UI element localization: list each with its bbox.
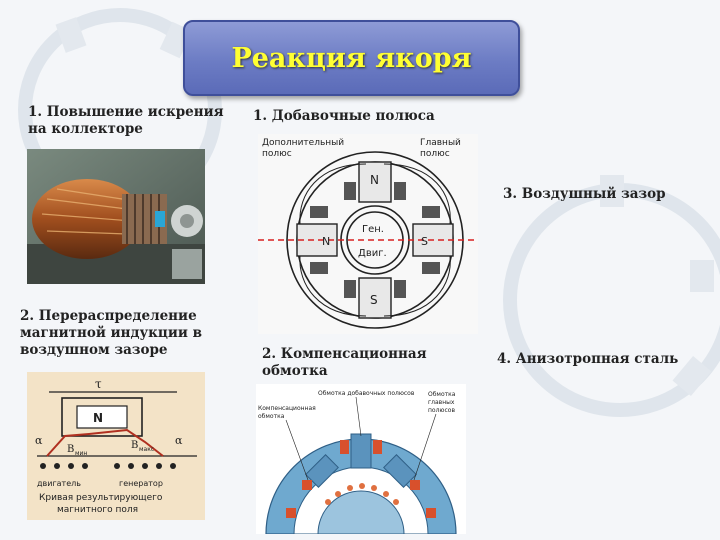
comp-label-left-2: обмотка bbox=[258, 413, 285, 420]
main-pole-caption: Главный полюс bbox=[420, 138, 461, 159]
comp-label-left-1: Компенсационная bbox=[258, 405, 316, 412]
comp-label-top: Обмотка добавочных полюсов bbox=[318, 390, 415, 397]
label-air-gap: 3. Воздушный зазор bbox=[503, 186, 666, 202]
label-compensation: 2. Компенсационная обмотка bbox=[262, 346, 427, 379]
b-max-sub: макс bbox=[139, 446, 154, 453]
induction-diagram: τ N α α B макс B мин двигатель генератор… bbox=[27, 372, 205, 520]
alpha-left: α bbox=[35, 434, 43, 447]
label-aux-poles: 1. Добавочные полюса bbox=[253, 108, 435, 124]
b-min-sub: мин bbox=[75, 450, 87, 457]
b-max: B bbox=[131, 440, 138, 451]
pole-n-left: N bbox=[322, 235, 330, 248]
center-gen: Ген. bbox=[362, 224, 384, 235]
armature-photo bbox=[27, 149, 205, 284]
alpha-right: α bbox=[175, 434, 183, 447]
tau-symbol: τ bbox=[95, 377, 102, 391]
comp-label-right-3: полюсов bbox=[428, 407, 455, 414]
pole-s-right: S bbox=[421, 235, 428, 248]
generator-label: генератор bbox=[119, 479, 163, 488]
label-induction: 2. Перераспределение магнитной индукции … bbox=[20, 308, 202, 358]
center-motor: Двиг. bbox=[358, 248, 387, 259]
label-anisotropic-steel: 4. Анизотропная сталь bbox=[497, 351, 679, 367]
label-sparking: 1. Повышение искрения на коллекторе bbox=[28, 104, 224, 137]
curve-caption-2: магнитного поля bbox=[57, 505, 138, 515]
aux-poles-diagram: N S N S Ген. Двиг. Дополнительный полюс … bbox=[258, 134, 478, 334]
comp-label-right-1: Обмотка bbox=[428, 391, 456, 398]
compensation-diagram: Обмотка добавочных полюсов Компенсационн… bbox=[256, 384, 466, 534]
induction-n-pole: N bbox=[93, 411, 103, 425]
b-min: B bbox=[67, 444, 74, 455]
pole-n-top: N bbox=[370, 173, 379, 187]
curve-caption-1: Кривая результирующего bbox=[39, 493, 163, 503]
pole-s-bottom: S bbox=[370, 293, 378, 307]
motor-label: двигатель bbox=[37, 479, 81, 488]
comp-label-right-2: главных bbox=[428, 399, 455, 406]
slide-title: Реакция якоря bbox=[231, 42, 472, 74]
aux-pole-caption: Дополнительный полюс bbox=[262, 138, 345, 159]
slide-title-box: Реакция якоря bbox=[183, 20, 520, 96]
